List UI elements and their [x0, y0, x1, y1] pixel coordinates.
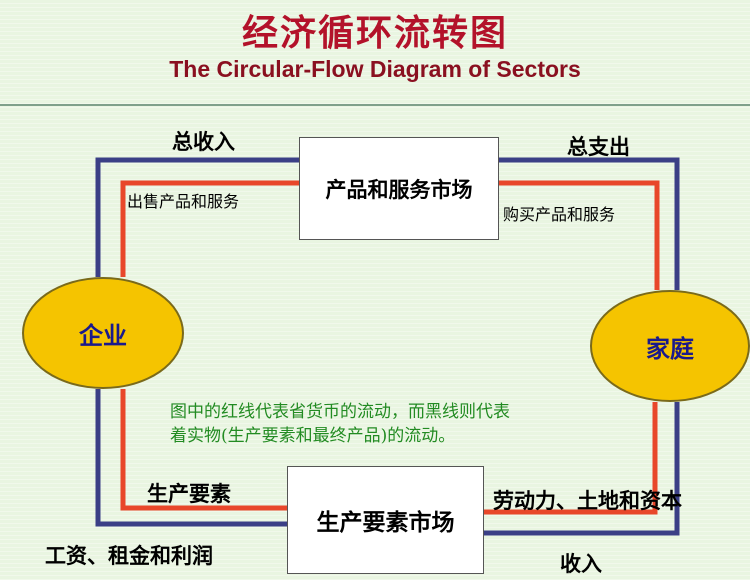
legend-note: 图中的红线代表省货币的流动，而黑线则代表 着实物(生产要素和最终产品)的流动。 [170, 400, 640, 448]
title-divider [0, 104, 750, 106]
legend-note-line2: 着实物(生产要素和最终产品)的流动。 [170, 426, 456, 446]
income-label: 收入 [560, 552, 602, 576]
money-flow-bottom-left [120, 389, 287, 511]
buy-goods-label: 购买产品和服务 [503, 205, 616, 224]
money-flow-top-right [499, 180, 660, 290]
product-market-box: 产品和服务市场 [299, 137, 499, 240]
total-spending-label: 总支出 [567, 135, 630, 159]
page-subtitle: The Circular-Flow Diagram of Sectors [169, 56, 581, 82]
goods-flow-top-left [95, 157, 299, 277]
wages-rent-profit-label: 工资、租金和利润 [45, 544, 213, 568]
firm-node: 企业 [22, 277, 184, 389]
money-flow-top-left [120, 180, 299, 277]
firm-label: 企业 [79, 321, 127, 350]
factor-market-box: 生产要素市场 [287, 466, 484, 574]
goods-flow-top-right [499, 157, 680, 290]
goods-flow-bottom-right [484, 402, 680, 536]
goods-flow-bottom-left [95, 389, 287, 527]
legend-note-line1: 图中的红线代表省货币的流动，而黑线则代表 [170, 402, 510, 422]
page-title: 经济循环流转图 [241, 13, 508, 54]
sell-goods-label: 出售产品和服务 [127, 192, 240, 211]
total-revenue-label: 总收入 [172, 130, 235, 154]
money-flow-bottom-right [484, 402, 658, 515]
household-node: 家庭 [590, 290, 750, 402]
household-label: 家庭 [646, 334, 694, 363]
factors-of-production-label: 生产要素 [147, 482, 231, 506]
labor-land-capital-label: 劳动力、土地和资本 [493, 489, 682, 513]
